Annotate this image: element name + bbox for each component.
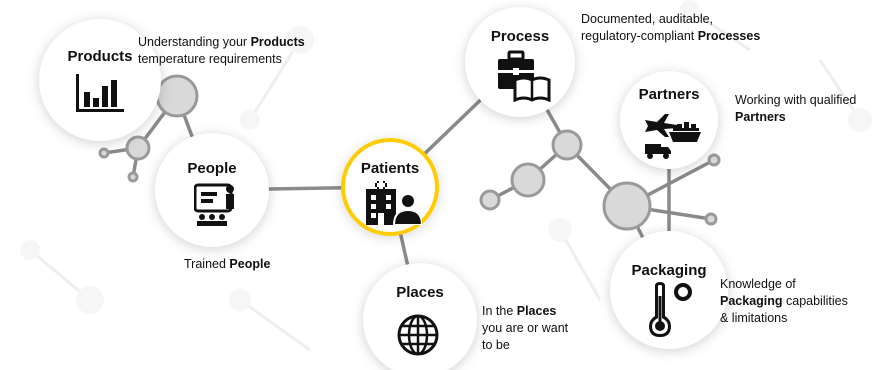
- node-circle-products: [39, 19, 161, 141]
- node-circles: [39, 7, 728, 370]
- products-title: Products: [67, 48, 133, 65]
- thermometer-degree-icon: [648, 282, 694, 343]
- presentation-board-icon: [193, 183, 236, 232]
- node-circle-partners: [620, 71, 718, 169]
- partners-caption: Working with qualified Partners: [735, 93, 857, 124]
- background-molecules: [20, 0, 872, 352]
- briefcase-book-icon: [497, 50, 551, 107]
- globe-icon: [397, 314, 439, 361]
- people-caption: Trained People: [184, 257, 271, 271]
- places-title: Places: [396, 284, 444, 301]
- people-title: People: [187, 160, 237, 177]
- patients-title: Patients: [360, 160, 420, 177]
- hospital-patient-icon: [364, 181, 424, 230]
- partners-title: Partners: [638, 86, 700, 103]
- packaging-title: Packaging: [631, 262, 707, 279]
- node-circle-people: [155, 133, 269, 247]
- products-caption: Understanding your Products temperature …: [138, 35, 305, 66]
- places-caption: In the Places you are or want to be: [482, 304, 569, 352]
- process-caption: Documented, auditable, regulatory-compli…: [581, 12, 761, 43]
- bar-chart-icon: [76, 74, 124, 117]
- node-circle-packaging: [610, 231, 728, 349]
- process-title: Process: [490, 28, 550, 45]
- packaging-caption: Knowledge of Packaging capabilities & li…: [720, 277, 848, 325]
- plane-ship-truck-icon: [643, 110, 701, 165]
